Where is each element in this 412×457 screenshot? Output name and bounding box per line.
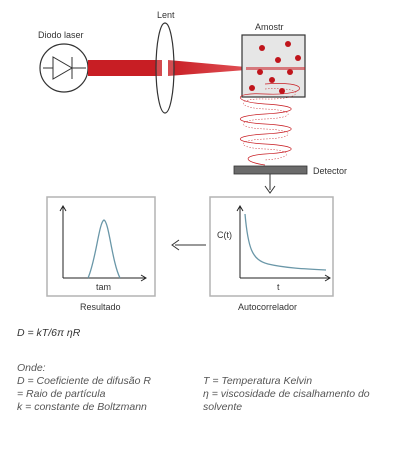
detector <box>233 165 308 175</box>
legend-onde: Onde: <box>17 362 46 374</box>
autocorr-axes <box>236 205 331 282</box>
autocorr-x-label: t <box>277 282 280 292</box>
legend-d-definition: D = Coeficiente de difusão R = Raio de p… <box>17 375 151 400</box>
result-caption: Resultado <box>80 302 121 312</box>
particles <box>249 41 301 94</box>
size-distribution-curve <box>87 219 121 279</box>
stokes-einstein-formula: D = kT/6π ηR <box>17 327 81 339</box>
laser-diode <box>39 43 89 93</box>
diode-triangle-icon <box>43 56 86 80</box>
legend-k-definition: k = constante de Boltzmann <box>17 401 147 413</box>
autocorrelation-curve <box>244 213 327 271</box>
lens-icon <box>155 22 175 114</box>
laser-beam-wide <box>88 60 162 76</box>
arrow-down-icon <box>264 174 276 194</box>
legend-eta-definition: η = viscosidade de cisalhamento do solve… <box>203 388 370 413</box>
autocorrelator-panel <box>209 196 334 297</box>
autocorr-caption: Autocorrelador <box>238 302 297 312</box>
legend-t-definition: T = Temperatura Kelvin <box>203 375 313 387</box>
arrow-left-icon <box>171 239 206 251</box>
legend-left: Onde: D = Coeficiente de difusão R = Rai… <box>17 362 157 414</box>
autocorr-y-label: C(t) <box>217 230 232 240</box>
result-panel <box>46 196 156 297</box>
laser-beam-focused <box>168 60 246 76</box>
scattered-light <box>240 83 300 166</box>
result-x-label: tam <box>96 282 111 292</box>
sample-label: Amostr <box>255 22 284 32</box>
dls-schematic: Diodo laser Lent Amostr Detector <box>38 10 347 312</box>
lens-label: Lent <box>157 10 175 20</box>
detector-label: Detector <box>313 166 347 176</box>
result-axes <box>59 205 147 282</box>
legend-right: T = Temperatura Kelvin η = viscosidade d… <box>203 375 403 414</box>
laser-label: Diodo laser <box>38 30 84 40</box>
